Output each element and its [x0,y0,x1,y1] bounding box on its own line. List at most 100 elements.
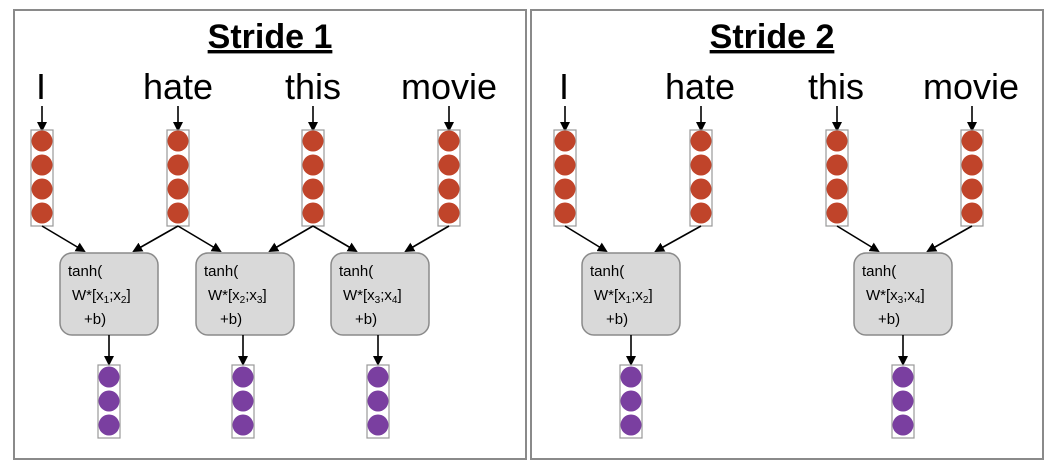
filter-box: tanh( W*[x1;x2] +b) [581,252,681,336]
input-vector [166,129,190,227]
output-vector [97,364,121,439]
vector-cell [438,178,460,200]
vector-cell [690,130,712,152]
filter-line-3: +b) [220,311,242,328]
input-arrow [41,225,86,253]
input-arrow [177,225,222,253]
vector-cell [826,130,848,152]
input-vector [437,129,461,227]
panel-stride-2: Stride 2 I hate this movie [530,9,1044,460]
filter-line-1: tanh( [204,263,238,280]
vector-cell [367,414,389,436]
vector-cell [892,414,914,436]
vector-cell [690,178,712,200]
vector-frame [891,364,915,439]
vector-frame [97,364,121,439]
vector-cell [167,154,189,176]
vector-cell [961,178,983,200]
vector-cell [31,178,53,200]
word-this: this [808,66,864,107]
vector-cell [620,414,642,436]
vector-cell [961,154,983,176]
word-hate: hate [143,66,213,107]
vector-cell [167,178,189,200]
vector-cell [620,390,642,412]
input-vector [553,129,577,227]
vector-cell [232,366,254,388]
input-arrow [268,225,314,253]
input-vector [301,129,325,227]
vector-cell [98,414,120,436]
filter-line-2: W*[x2;x3] [208,287,267,306]
vector-cell [620,366,642,388]
filter-line-1: tanh( [339,263,373,280]
panel-border [13,9,527,460]
filter-line-1: tanh( [862,263,896,280]
filter-box-shape [195,252,295,336]
vector-cell [892,390,914,412]
word-movie: movie [401,66,497,107]
word-i: I [559,66,569,107]
vector-cell [554,154,576,176]
vector-cell [232,414,254,436]
filter-line-3: +b) [606,311,628,328]
vector-cell [31,202,53,224]
input-arrow [836,225,880,253]
vector-cell [232,390,254,412]
panel-title: Stride 2 [710,18,835,56]
output-vector [619,364,643,439]
vector-cell [438,130,460,152]
output-vector [231,364,255,439]
filter-box: tanh( W*[x3;x4] +b) [330,252,430,336]
filter-box: tanh( W*[x2;x3] +b) [195,252,295,336]
filter-line-2: W*[x1;x2] [72,287,131,306]
filter-line-2: W*[x1;x2] [594,287,653,306]
vector-cell [31,154,53,176]
input-vector [825,129,849,227]
input-arrow [132,225,179,252]
filter-line-2: W*[x3;x4] [866,287,925,306]
word-this: this [285,66,341,107]
input-arrow [926,225,973,252]
input-vector [30,129,54,227]
input-arrow [404,225,450,253]
panel-stride-1: Stride 1 I hate this movie [13,9,527,460]
vector-cell [438,154,460,176]
vector-cell [302,202,324,224]
input-arrow [312,225,358,253]
vector-cell [167,130,189,152]
vector-cell [98,390,120,412]
vector-cell [554,202,576,224]
input-vector [960,129,984,227]
filter-box-shape [330,252,430,336]
vector-cell [302,178,324,200]
vector-cell [961,202,983,224]
vector-cell [961,130,983,152]
vector-cell [98,366,120,388]
input-vector [689,129,713,227]
input-arrow [654,225,702,252]
word-i: I [36,66,46,107]
vector-cell [892,366,914,388]
output-vector [891,364,915,439]
filter-box: tanh( W*[x3;x4] +b) [853,252,953,336]
filter-line-1: tanh( [590,263,624,280]
filter-line-1: tanh( [68,263,102,280]
vector-cell [554,178,576,200]
vector-cell [690,154,712,176]
filter-line-3: +b) [84,311,106,328]
vector-cell [690,202,712,224]
vector-cell [367,366,389,388]
word-movie: movie [923,66,1019,107]
vector-cell [302,154,324,176]
filter-line-3: +b) [355,311,377,328]
vector-frame [619,364,643,439]
word-hate: hate [665,66,735,107]
vector-cell [826,178,848,200]
vector-cell [302,130,324,152]
vector-cell [367,390,389,412]
panel-title: Stride 1 [208,18,333,56]
vector-cell [826,202,848,224]
vector-frame [366,364,390,439]
